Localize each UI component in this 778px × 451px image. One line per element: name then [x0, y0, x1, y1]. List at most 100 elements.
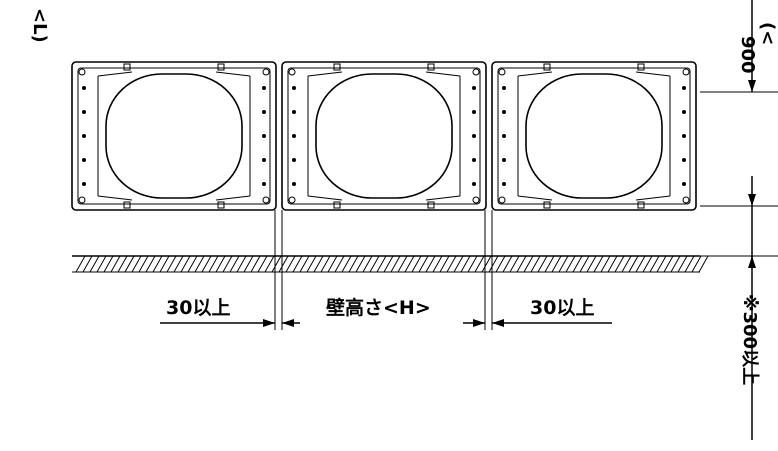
hatch-line: [173, 255, 184, 273]
hatch-line: [502, 255, 513, 273]
hatch-line: [670, 255, 681, 273]
hatch-line: [572, 255, 583, 273]
fan-opening: [105, 73, 243, 199]
hatch-line: [621, 255, 632, 273]
bolt-dot: [292, 110, 296, 114]
hatch-line: [656, 255, 667, 273]
hatch-line: [523, 255, 534, 273]
bolt-dot: [82, 182, 86, 186]
hatch-line: [642, 255, 653, 273]
bolt-dot: [292, 158, 296, 162]
corner-hole: [682, 68, 690, 76]
unit-inner-frame: [77, 67, 271, 205]
left-clearance-label: 30以上: [166, 297, 230, 319]
hatch-line: [166, 255, 177, 273]
bolt-dot: [682, 86, 686, 90]
hatch-line: [516, 255, 527, 273]
bolt-dot: [682, 110, 686, 114]
corner-hole: [472, 196, 480, 204]
bolt-dot: [502, 110, 506, 114]
hatch-line: [250, 255, 261, 273]
unit-frame: [491, 61, 697, 211]
hatch-line: [579, 255, 590, 273]
unit-inner-frame: [287, 67, 481, 205]
bolt-dot: [502, 86, 506, 90]
brace-line: [517, 71, 553, 77]
hatch-line: [334, 255, 345, 273]
hatch-line: [663, 255, 674, 273]
bolt-dot: [82, 134, 86, 138]
hatch-line: [313, 255, 324, 273]
hatch-line: [684, 255, 695, 273]
hatch-line: [439, 255, 450, 273]
hatch-line: [467, 255, 478, 273]
brace-line: [425, 195, 461, 201]
hatch-line: [509, 255, 520, 273]
mount-tab: [543, 63, 551, 71]
hatch-line: [376, 255, 387, 273]
mount-tab: [333, 201, 341, 209]
hatch-line: [243, 255, 254, 273]
hatch-line: [208, 255, 219, 273]
hatch-line: [635, 255, 646, 273]
bolt-dot: [262, 86, 266, 90]
fan-unit-1: [71, 61, 277, 211]
bolt-dot: [682, 158, 686, 162]
hatch-line: [306, 255, 317, 273]
mount-tab: [217, 63, 225, 71]
mount-tab: [637, 63, 645, 71]
hatch-line: [481, 255, 492, 273]
hatch-line: [222, 255, 233, 273]
right-clearance-label: 30以上: [530, 297, 594, 319]
hatch-line: [229, 255, 240, 273]
hatch-line: [369, 255, 380, 273]
hatch-line: [180, 255, 191, 273]
brace-line: [97, 71, 133, 77]
corner-hole: [498, 196, 506, 204]
top-dim-label: 900: [737, 36, 758, 74]
hatch-line: [677, 255, 688, 273]
bolt-dot: [262, 158, 266, 162]
brace-line: [307, 71, 343, 77]
fan-unit-2: [281, 61, 487, 211]
hatch-line: [649, 255, 660, 273]
corner-hole: [288, 68, 296, 76]
hatch-line: [292, 255, 303, 273]
hatch-line: [530, 255, 541, 273]
hatch-line: [600, 255, 611, 273]
hatch-line: [432, 255, 443, 273]
bolt-dot: [472, 134, 476, 138]
mount-tab: [543, 201, 551, 209]
hatch-line: [474, 255, 485, 273]
top-right-fragment: (<: [757, 22, 778, 45]
hatch-line: [152, 255, 163, 273]
hatch-line: [299, 255, 310, 273]
hatch-line: [390, 255, 401, 273]
hatch-line: [383, 255, 394, 273]
hatch-line: [89, 255, 100, 273]
gap-dimension: [700, 176, 778, 268]
hatch-line: [446, 255, 457, 273]
brace-line: [635, 71, 671, 77]
hatch-line: [607, 255, 618, 273]
wall-height-label: 壁高さ<H>: [326, 296, 431, 319]
mount-tab: [637, 201, 645, 209]
hatch-line: [278, 255, 289, 273]
mount-tab: [427, 201, 435, 209]
mount-tab: [333, 63, 341, 71]
bottom-clearance-label: ※300以上: [739, 294, 760, 385]
corner-hole: [78, 196, 86, 204]
hatch-line: [327, 255, 338, 273]
bolt-dot: [472, 110, 476, 114]
hatch-line: [544, 255, 555, 273]
brace-line: [635, 195, 671, 201]
hatch-line: [425, 255, 436, 273]
ground-hatch: [72, 255, 709, 273]
hatch-line: [341, 255, 352, 273]
mount-tab: [217, 201, 225, 209]
hatch-line: [257, 255, 268, 273]
bolt-dot: [682, 134, 686, 138]
hatch-line: [460, 255, 471, 273]
